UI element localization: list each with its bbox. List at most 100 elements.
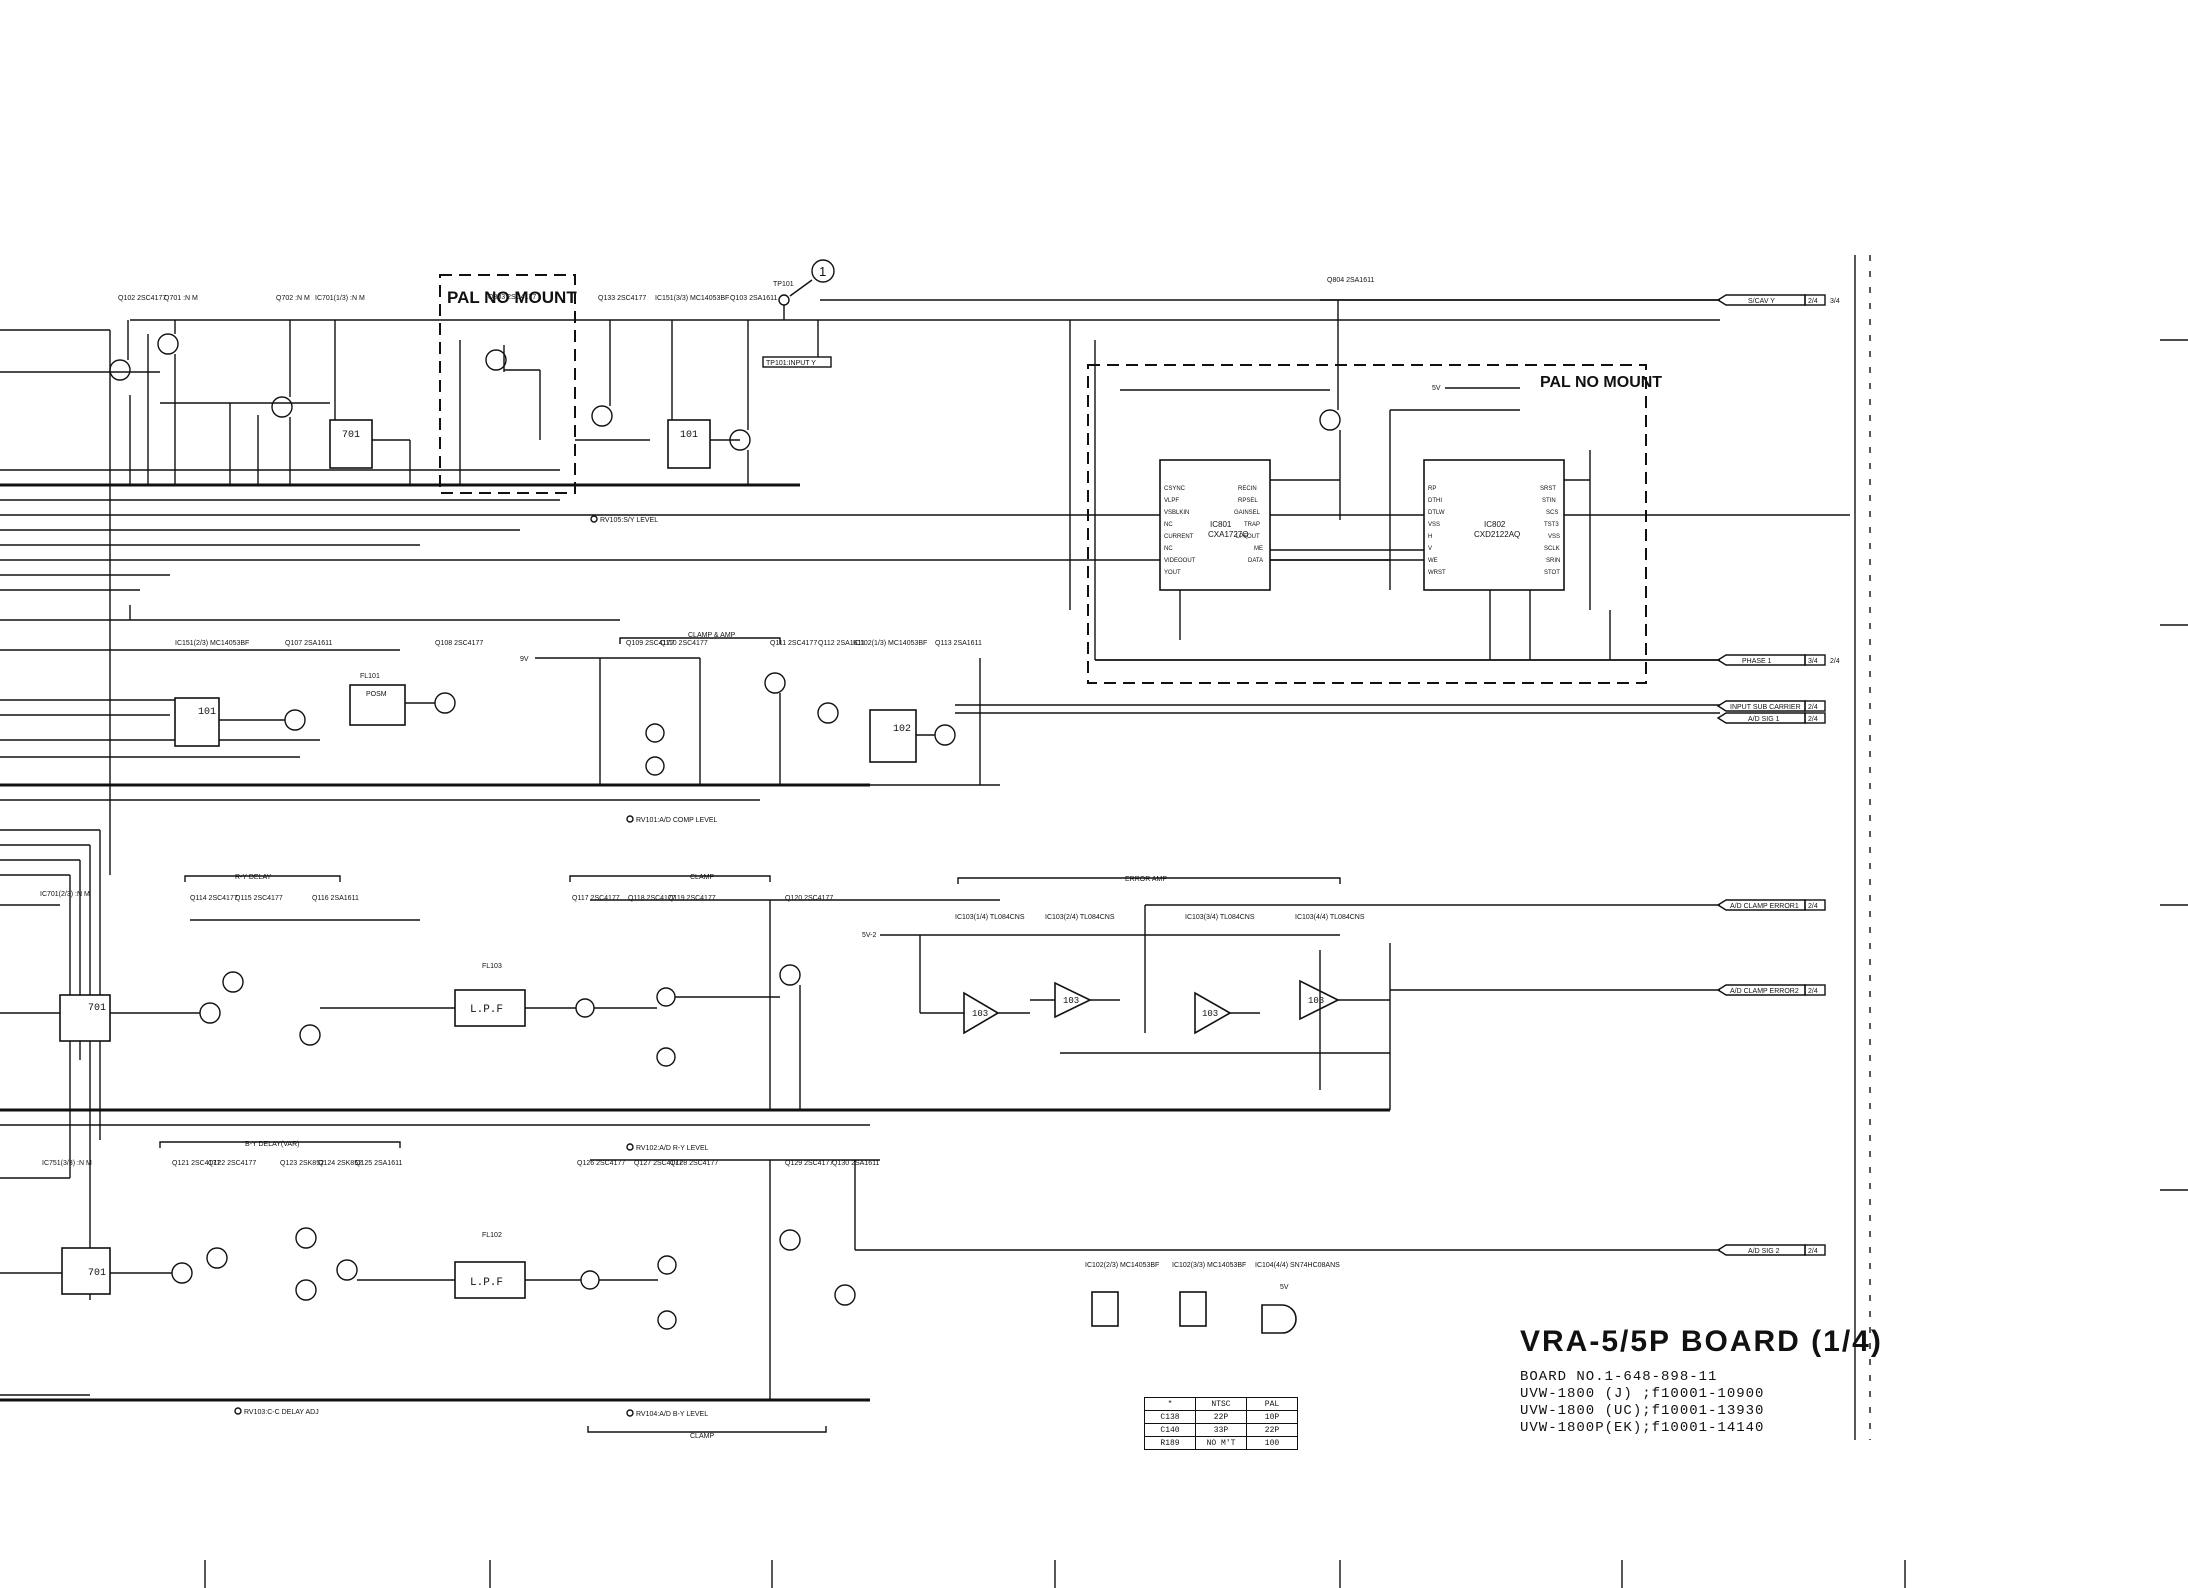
part-q117: Q117 2SC4177 — [572, 895, 620, 902]
variant-cell: 100 — [1246, 1436, 1298, 1450]
svg-text:INPUT SUB CARRIER: INPUT SUB CARRIER — [1730, 704, 1801, 711]
svg-text:A/D SIG 1: A/D SIG 1 — [1748, 716, 1780, 723]
fl101-posm: POSM — [366, 691, 387, 698]
adj-rv104: RV104:A/D B-Y LEVEL — [636, 1411, 708, 1418]
ic801-pin-l1: CSYNC — [1164, 486, 1186, 492]
ic802-left-pins: RP DTHI DTLW VSS H V WE WRST — [1428, 486, 1446, 576]
svg-text:2/4: 2/4 — [1808, 298, 1818, 305]
board-number: BOARD NO.1-648-898-11 — [1520, 1369, 1718, 1385]
ic801-pin-l8: YOUT — [1164, 570, 1181, 576]
ic802-pin-r3: SCS — [1546, 510, 1558, 516]
part-q133: Q133 2SC4177 — [598, 295, 646, 302]
section-clamp: CLAMP — [690, 874, 714, 881]
model-line-uc: UVW-1800 (UC);f10001-13930 — [1520, 1403, 1765, 1419]
part-ic103-1: IC103(1/4) TL084CNS — [955, 914, 1025, 921]
pal-no-mount-region-2: PAL NO MOUNT IC801 CXA1727Q CSYNC VLPF V… — [1069, 320, 1720, 684]
supply-9v: 9V — [520, 656, 529, 663]
variant-cell: C140 — [1144, 1423, 1196, 1437]
part-ic701-2: IC701(2/3) :N M — [40, 891, 90, 898]
svg-text:2/4: 2/4 — [1808, 988, 1818, 995]
ic802-pin-r1: SRST — [1540, 486, 1556, 492]
svg-text:2/4: 2/4 — [1808, 903, 1818, 910]
model-line-j: UVW-1800 (J) ;f10001-10900 — [1520, 1386, 1765, 1402]
ic801-right-pins: RECIN RPSEL GAINSEL TRAP LPFOUT ME DATA — [1234, 486, 1263, 564]
ic802-pin-l3: DTLW — [1428, 510, 1445, 516]
ic102-mid-label: 102 — [893, 724, 911, 735]
part-q123: Q123 2SK852 — [280, 1160, 324, 1167]
ic801-pin-l6: NC — [1164, 546, 1173, 552]
ic802-pin-l8: WRST — [1428, 570, 1446, 576]
part-q109: Q109 2SC4177 — [626, 640, 674, 647]
model-line-ek: UVW-1800P(EK);f10001-14140 — [1520, 1420, 1765, 1436]
svg-text:3/4: 3/4 — [1808, 658, 1818, 665]
fl102-label: FL102 — [482, 1232, 502, 1239]
part-q121: Q121 2SC4177 — [172, 1160, 220, 1167]
error-amp: 5V-2 IC103(1/4) TL084CNS 103 IC103(2/4) … — [862, 904, 1720, 1110]
part-q115: Q115 2SC4177 — [235, 895, 283, 902]
part-ic103-4: IC103(4/4) TL084CNS — [1295, 914, 1365, 921]
ic802-pin-l4: VSS — [1428, 522, 1440, 528]
adj-rv102: RV102:A/D R-Y LEVEL — [636, 1145, 709, 1152]
out-phase-1: PHASE 1 3/4 2/4 — [1095, 654, 1840, 666]
out-s-cav-y: S/CAV Y 2/4 3/4 — [820, 294, 1840, 306]
part-ic751-3: IC751(3/3) :N M — [42, 1160, 92, 1167]
ic701-low-label: 701 — [88, 1003, 106, 1014]
variant-row: R189 NO M'T 100 — [1144, 1436, 1298, 1450]
sheet-frame — [204, 255, 2188, 1588]
part-q804: Q804 2SA1611 — [1327, 277, 1374, 284]
ic802-pin-l2: DTHI — [1428, 498, 1442, 504]
svg-text:A/D CLAMP ERROR1: A/D CLAMP ERROR1 — [1730, 903, 1799, 910]
ic802-name: IC802 — [1484, 520, 1506, 529]
ic103-b-label: 103 — [1063, 996, 1079, 1006]
section-b-y-delay: B-Y DELAY(VAR) — [245, 1141, 299, 1148]
pal-no-mount-1: PAL NO MOUNT — [447, 288, 577, 307]
part-q112: Q112 2SA1611 — [818, 640, 865, 647]
ic801-pin-r4: TRAP — [1244, 522, 1260, 528]
variant-cell: NO M'T — [1195, 1436, 1247, 1450]
ic802-pin-r8: STOT — [1544, 570, 1560, 576]
ic801-pin-r1: RECIN — [1238, 486, 1257, 492]
part-q701: Q701 :N M — [164, 295, 198, 302]
section-brackets: R-Y DELAY CLAMP ERROR AMP B-Y DELAY(VAR)… — [159, 632, 1341, 1440]
variant-cell: 22P — [1246, 1423, 1298, 1437]
ic801-pin-r5: LPFOUT — [1236, 534, 1260, 540]
variant-table-header: * NTSC PAL — [1144, 1397, 1298, 1411]
ic751-low-label: 701 — [88, 1268, 106, 1279]
ic802-pin-r7: SRIN — [1546, 558, 1560, 564]
part-q803: Q803 2SC4177 — [488, 294, 536, 301]
variant-cell: C138 — [1144, 1410, 1196, 1424]
tp101-input-y: TP101:INPUT Y — [766, 360, 816, 367]
ic801-pin-r2: RPSEL — [1238, 498, 1258, 504]
part-q103: Q103 2SA1611 — [730, 295, 777, 302]
variant-row: C138 22P 10P — [1144, 1410, 1298, 1424]
variant-th-ntsc: NTSC — [1195, 1397, 1247, 1411]
ic801-pin-l7: VIDEOOUT — [1164, 558, 1196, 564]
supply-5v-ic802: 5V — [1432, 385, 1441, 392]
fl101-label: FL101 — [360, 673, 380, 680]
part-ic701-1: IC701(1/3) :N M — [315, 295, 365, 302]
tp-circle-number: 1 — [819, 264, 826, 279]
part-q125: Q125 2SA1611 — [355, 1160, 402, 1167]
variant-row: C140 33P 22P — [1144, 1423, 1298, 1437]
part-ic151-3: IC151(3/3) MC14053BF — [655, 295, 729, 302]
variant-cell: 33P — [1195, 1423, 1247, 1437]
tp101-label: TP101 — [773, 281, 794, 288]
variant-cell: 22P — [1195, 1410, 1247, 1424]
ntsc-pal-variant-table: * NTSC PAL C138 22P 10P C140 33P 22P R18… — [1144, 1397, 1298, 1450]
small-ic-1: IC102(2/3) MC14053BF — [1085, 1262, 1159, 1269]
small-ics: IC102(2/3) MC14053BF IC102(3/3) MC14053B… — [1085, 1262, 1340, 1334]
section-clamp-2: CLAMP — [690, 1433, 714, 1440]
ic151-top-label: 101 — [680, 430, 698, 441]
part-q122: Q122 2SC4177 — [208, 1160, 256, 1167]
low-row: IC701(2/3) :N M 701 Q114 2SC4177 Q115 2S… — [0, 891, 1000, 1110]
ic103-d-label: 103 — [1308, 996, 1324, 1006]
ic802-pin-l7: WE — [1428, 558, 1438, 564]
svg-text:3/4: 3/4 — [1830, 298, 1840, 305]
part-q114: Q114 2SC4177 — [190, 895, 238, 902]
part-ic151-2: IC151(2/3) MC14053BF — [175, 640, 249, 647]
part-q110: Q110 2SC4177 — [660, 640, 708, 647]
ic802-pin-l6: V — [1428, 546, 1432, 552]
svg-text:PAL NO MOUNT: PAL NO MOUNT — [1540, 374, 1662, 391]
part-q119: Q119 2SC4177 — [668, 895, 716, 902]
